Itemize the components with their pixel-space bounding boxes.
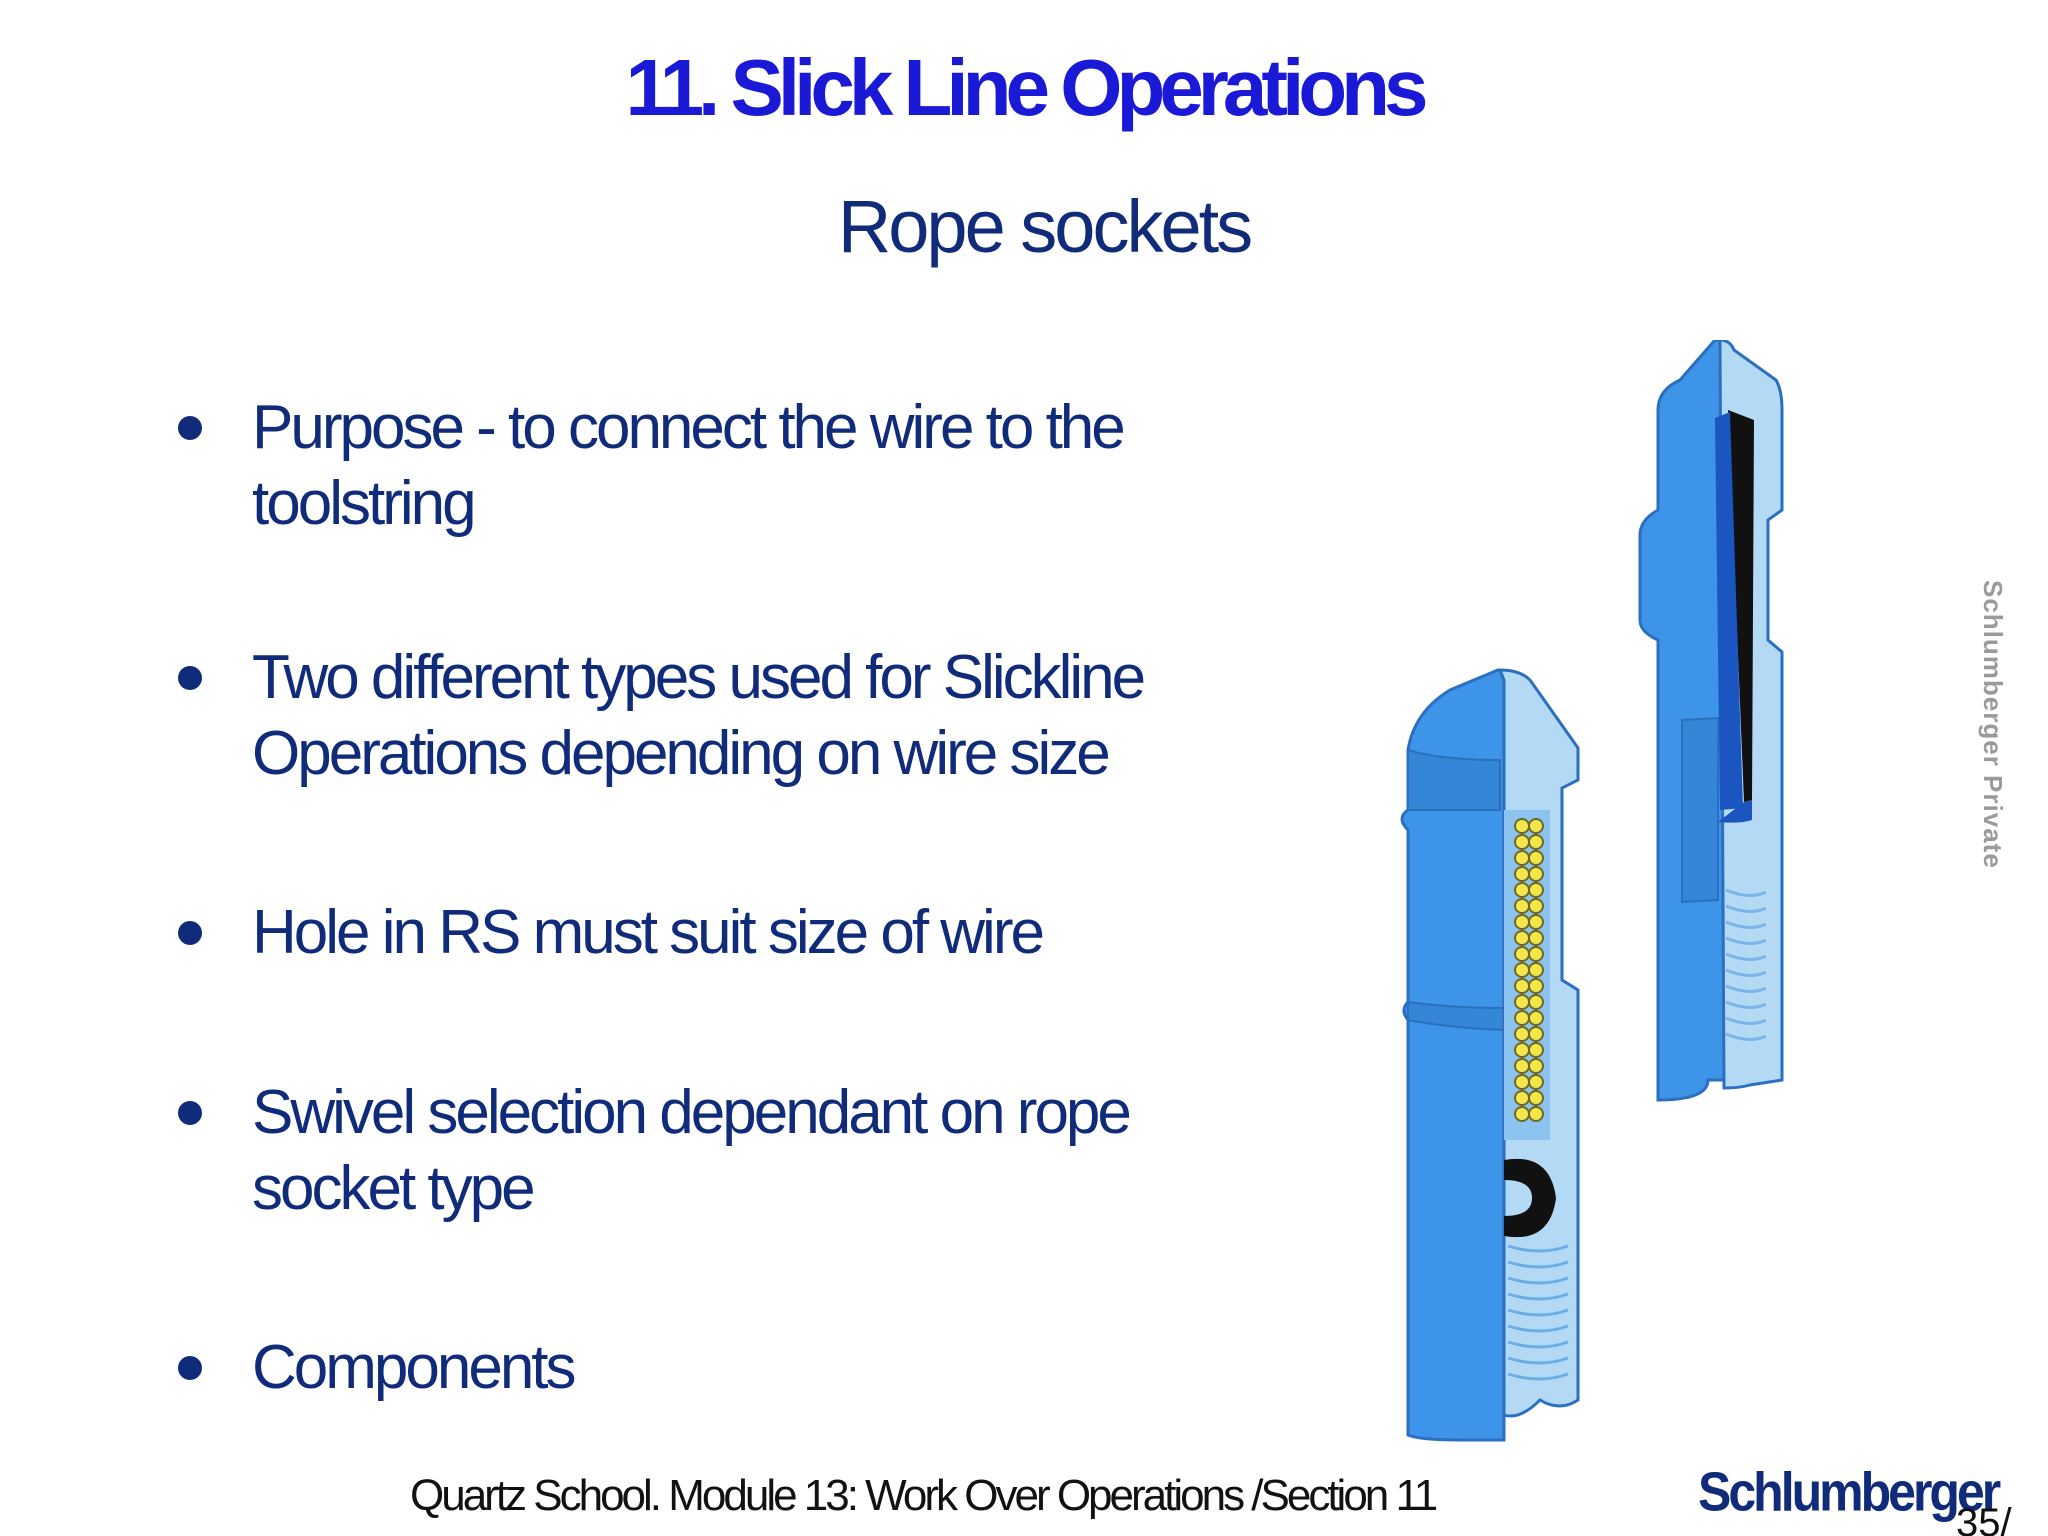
bullet-text: Hole in RS must suit size of wire [252,898,1045,967]
footer-text: Quartz School. Module 13: Work Over Oper… [410,1471,1438,1520]
bullet-text: Two different types used for Slickline O… [252,643,1146,788]
bullet-text: Swivel selection dependant on rope socke… [252,1078,1132,1223]
bullet-dot-icon [178,1356,202,1380]
slide-title: 11. Slick Line Operations [625,43,1428,132]
bullet-text: Purpose - to connect the wire to the too… [252,393,1126,538]
slide-subtitle: Rope sockets [837,185,1253,268]
rope-socket-wedge-type [1638,340,1784,1102]
bullet-dot-icon [178,666,202,690]
page-number: 35/ [1956,1501,2012,1536]
schlumberger-logo: Schlumberger [1698,1461,2001,1523]
bullet-dot-icon [178,1101,202,1125]
bullet-dot-icon [178,921,202,945]
bullet-list: Purpose - to connect the wire to the too… [178,393,1146,1402]
bullet-text: Components [252,1333,577,1402]
bullet-dot-icon [178,416,202,440]
rope-socket-illustration [1400,340,1784,1442]
rope-socket-spring-type [1400,668,1580,1442]
watermark: Schlumberger Private [1978,580,2008,869]
